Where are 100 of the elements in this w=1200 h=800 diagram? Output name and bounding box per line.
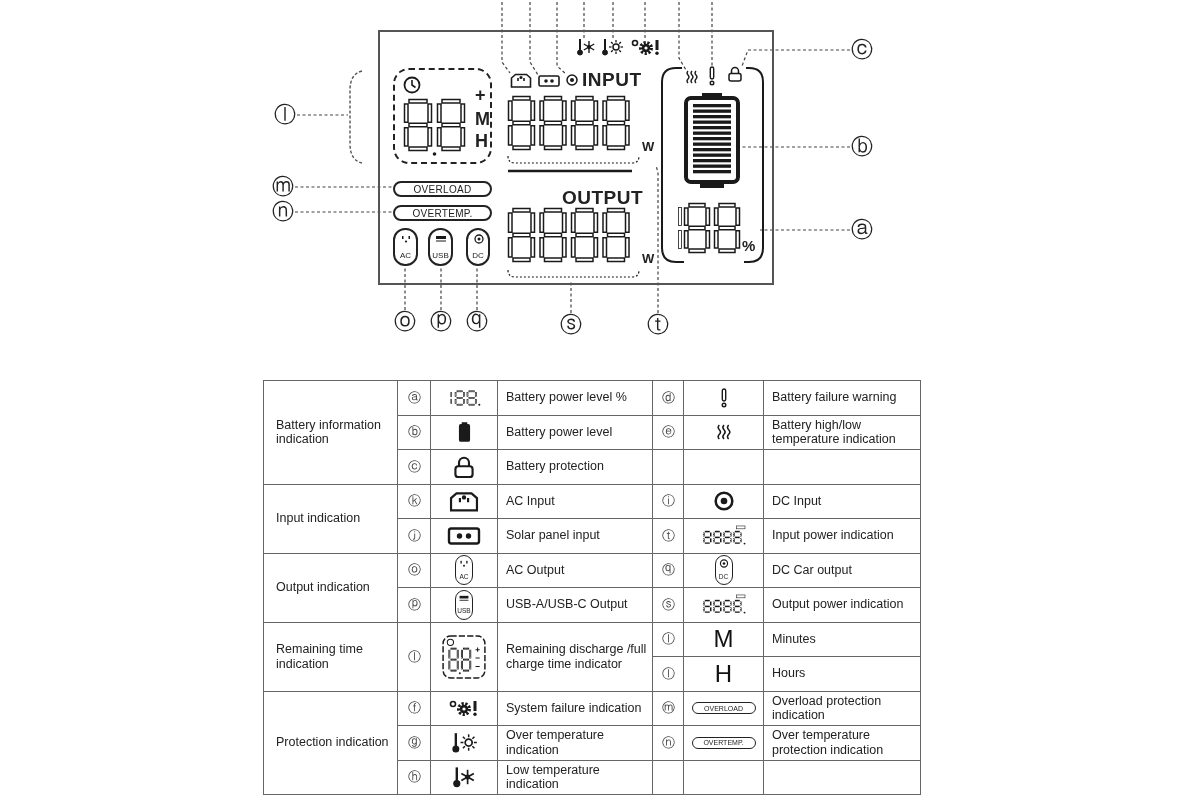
callout-letter: ⓠ [661,561,675,580]
callout-letter: ⓑ [850,135,874,159]
callout-letter: ⓝ [661,733,675,752]
description-text: Low temperature indication [506,762,601,792]
category-label: Output indication [276,580,370,595]
unit-label: W [642,140,655,153]
panel-label: OUTPUT [562,188,644,207]
callout-letter: ⓐ [850,218,874,242]
callout-letter: ⓟ [429,310,453,334]
ac-outlet-icon [393,228,418,266]
description-text: Minutes [772,631,816,647]
unit-letter: M [713,627,734,652]
callout-letter: ⓛ [661,630,675,649]
leader-line [556,1,567,75]
leader-line [294,186,394,188]
heat-icon [686,70,698,84]
description-text: Remaining discharge /full charge time indicator [506,641,648,672]
usb-port-icon [428,228,453,266]
unit-label: H [475,132,488,150]
lcd-panel [378,30,774,285]
callout-letter: ⓘ [661,492,675,511]
leader-line [296,114,349,116]
category-label: Remaining time indication [276,641,364,672]
callout-letter: ⓞ [407,561,421,580]
gear-warning-icon [631,38,661,56]
callout-letter: ⓕ [407,699,421,718]
leader-line [678,1,687,71]
callout-letter: ⓛ [661,664,675,683]
leader-line [501,1,511,74]
leader-line [612,1,614,39]
unit-label: M [475,110,490,128]
callout-letter: ⓐ [407,388,421,407]
callout-letter: ⓠ [465,310,489,334]
time-display [393,68,492,164]
icon-label: USB [431,252,450,260]
leader-line [644,1,646,39]
unit-label: W [642,252,655,265]
description-text: Hours [772,666,806,682]
callout-letter: ⓗ [407,768,421,787]
leader-line [294,211,394,213]
description-text: Over temperature protection indication [772,728,885,758]
bracket [348,70,364,164]
description-text: Battery protection [506,459,604,475]
ac-inlet-icon [510,73,532,88]
description-text: Solar panel input [506,528,600,544]
description-text: Battery high/low temperature indication [772,417,897,447]
description-text: DC Car output [772,562,852,578]
description-text: Over temperature indication [506,728,605,758]
callout-letter: ⓞ [393,310,417,334]
leader-line [655,165,659,314]
callout-letter: ⓣ [646,313,670,337]
description-text: USB-A/USB-C Output [506,597,628,613]
callout-letter: ⓑ [407,423,421,442]
callout-letter: ⓢ [559,313,583,337]
unit-letter: H [714,661,733,686]
warning-icon [707,66,717,86]
callout-letter: ⓛ [407,647,421,666]
description-text: Battery power level [506,424,613,440]
callout-letter: ⓜ [271,175,295,199]
callout-letter: ⓒ [850,38,874,62]
description-text: Battery power level % [506,390,627,406]
icon-label: DC [471,252,485,260]
callout-letter: ⓢ [661,595,675,614]
description-text: System failure indication [506,700,642,716]
callout-letter: ⓣ [661,526,675,545]
description-text: Battery failure warning [772,390,897,406]
leader-line [759,229,851,231]
description-text: DC Input [772,493,822,509]
overload-indicator: OVERLOAD [393,181,492,197]
category-label: Battery information indication [276,417,382,447]
callout-letter: ⓓ [661,388,675,407]
description-text: Overload protection indication [772,693,883,723]
callout-letter: ⓚ [407,492,421,511]
overtemp-indicator: OVERTEMP. [393,205,492,221]
solar-port-icon [538,75,560,87]
callout-letter: ⓟ [407,595,421,614]
callout-letter: ⓒ [407,457,421,476]
callout-letter: ⓛ [273,103,297,127]
leader-line [741,49,851,67]
callout-letter: ⓜ [661,699,675,718]
thermometer-sun-icon [601,38,623,56]
callout-letter: ⓖ [407,733,421,752]
description-text: Output power indication [772,597,904,613]
callout-letter: ⓝ [271,200,295,224]
description-text: AC Output [506,562,565,578]
description-text: Input power indication [772,528,894,544]
description-text: AC Input [506,493,555,509]
category-label: Input indication [276,511,361,526]
dc-port-icon [466,228,490,266]
callout-letter: ⓔ [661,423,675,442]
lock-icon [728,66,742,82]
unit-label: % [742,238,756,253]
leader-line [583,1,585,39]
dc-input-icon [566,74,578,86]
leader-line [529,1,539,76]
unit-label: + [475,86,486,104]
leader-line [741,146,851,148]
icon-label: AC [398,252,413,260]
category-label: Protection indication [276,735,389,751]
panel-label: INPUT [582,70,642,89]
